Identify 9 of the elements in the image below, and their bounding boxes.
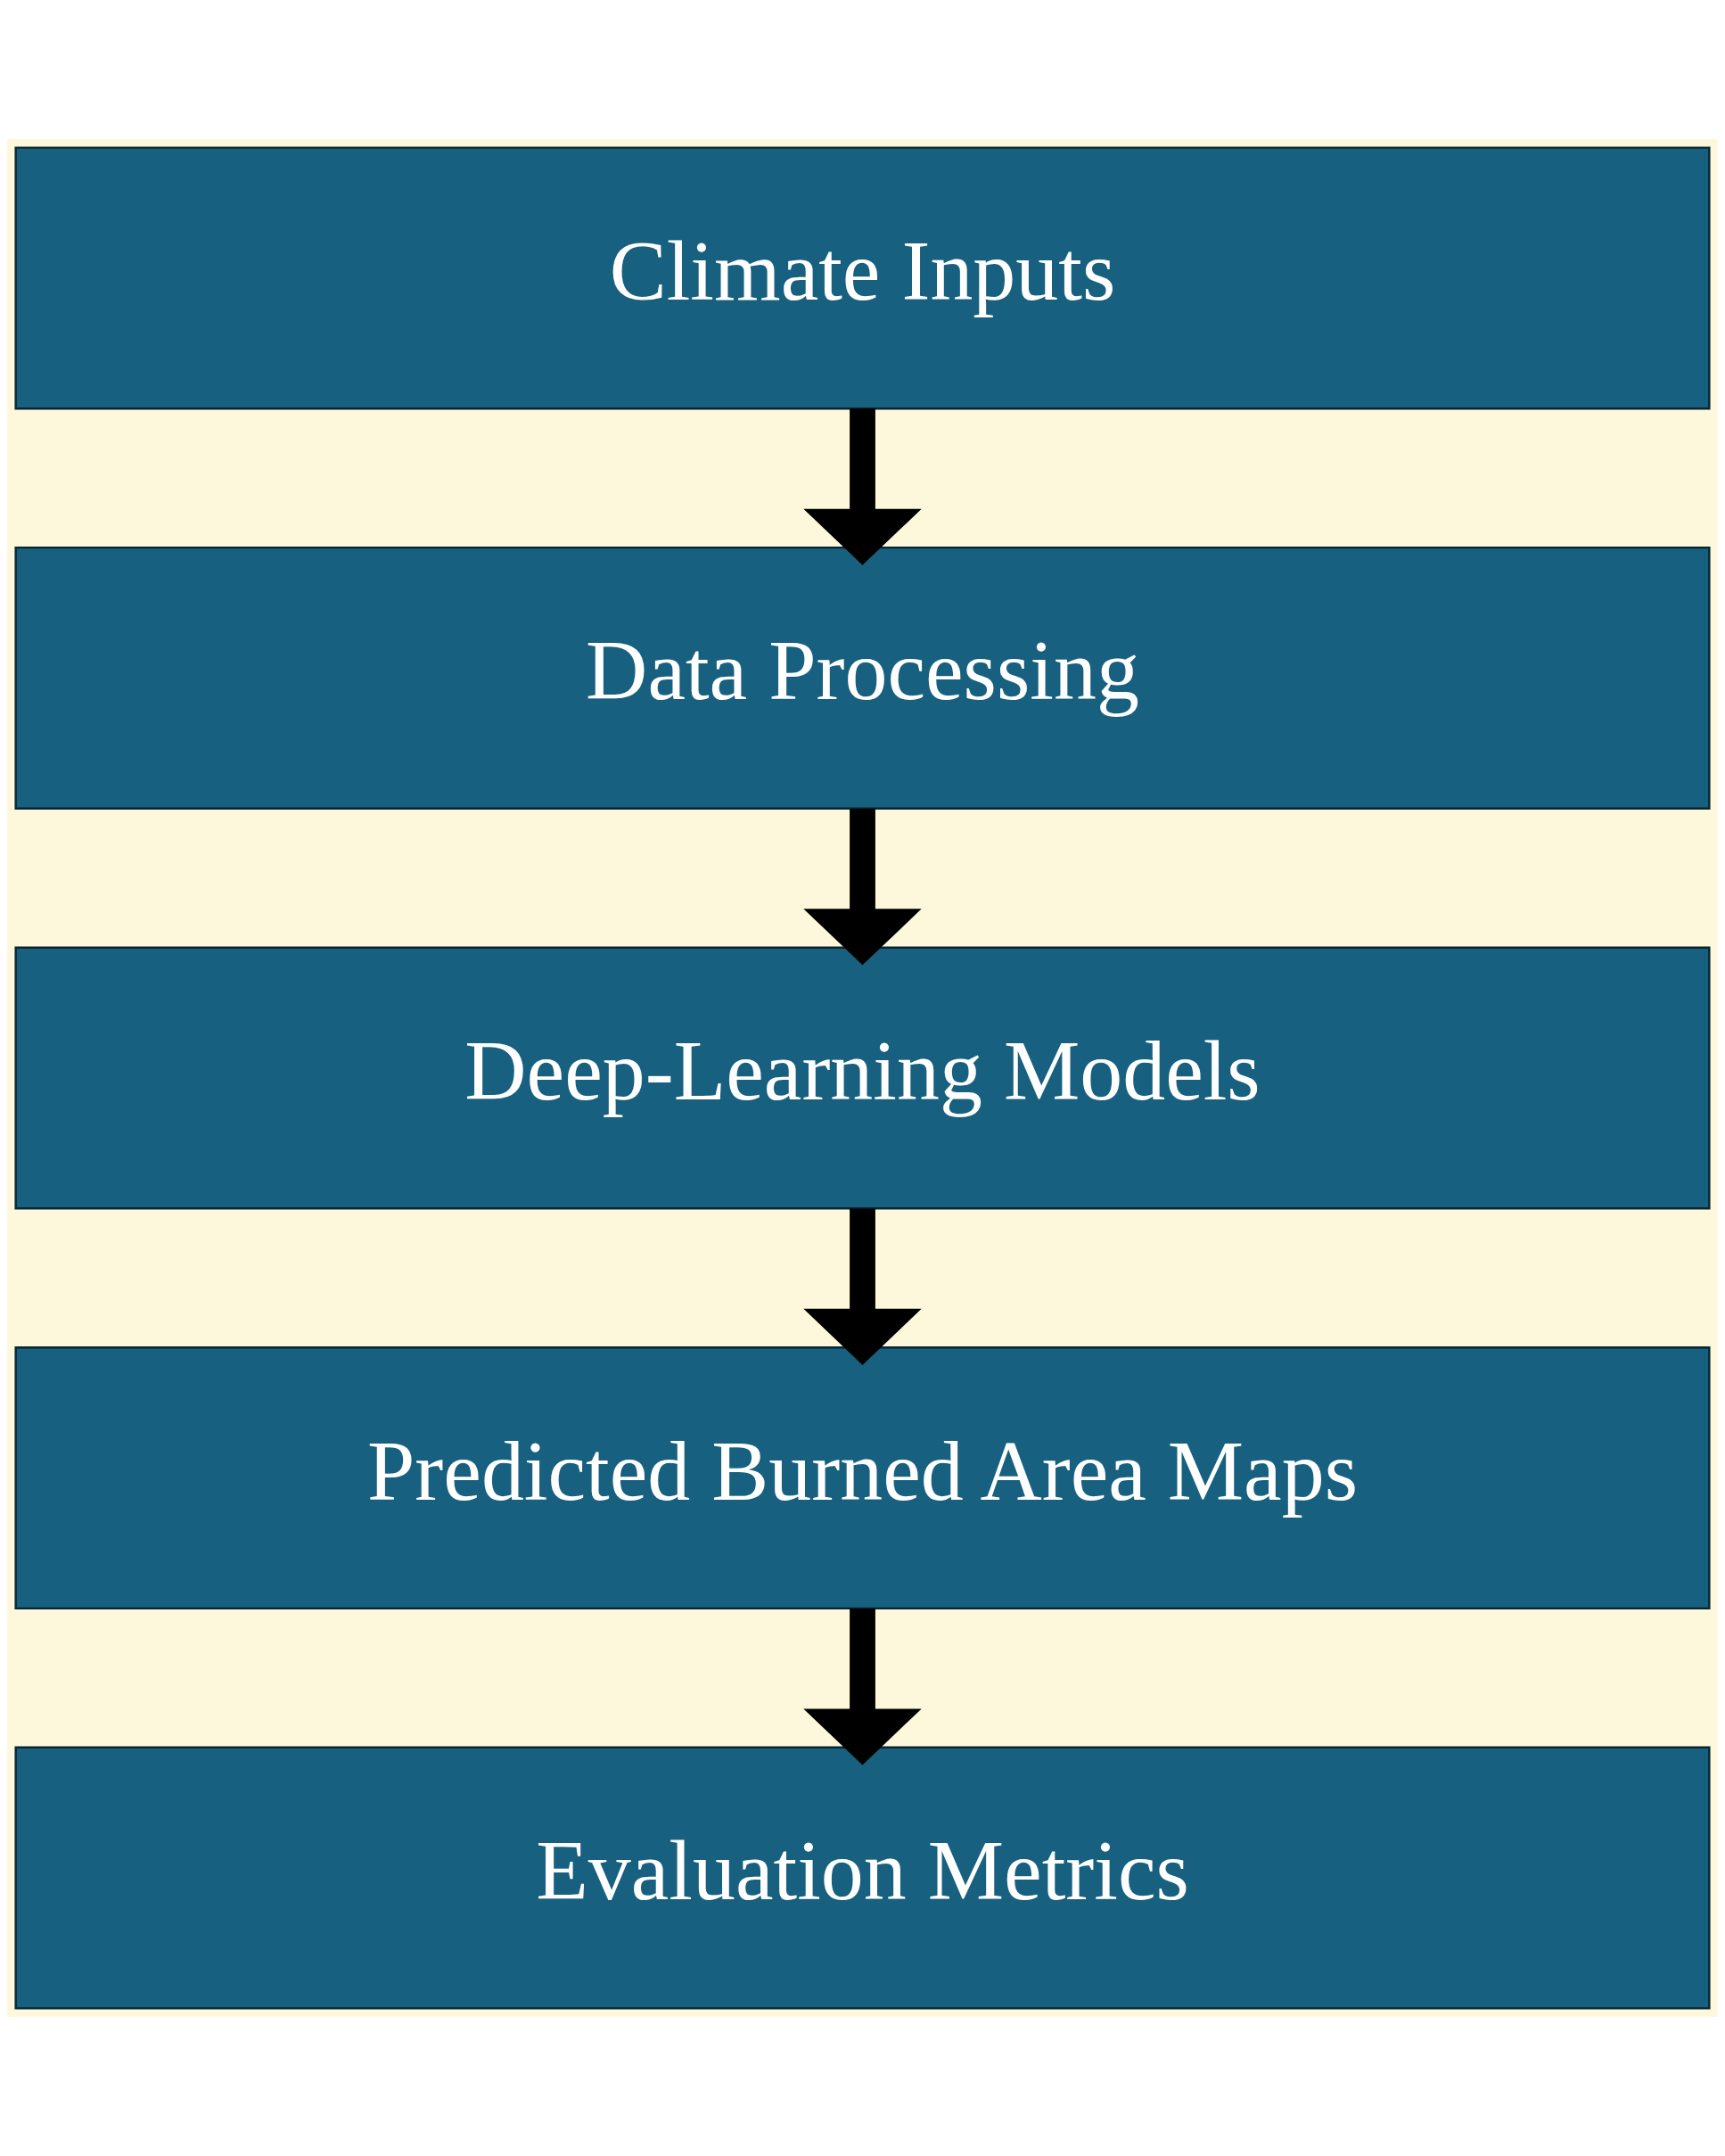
arrow — [803, 1208, 922, 1365]
arrow — [803, 808, 922, 966]
arrow — [803, 408, 922, 565]
arrow — [803, 1609, 922, 1765]
node-box: Evaluation Metrics — [14, 1746, 1711, 2010]
node-box: Deep-Learning Models — [14, 946, 1711, 1210]
node-box: Predicted Burned Area Maps — [14, 1346, 1711, 1610]
node-box: Data Processing — [14, 546, 1711, 810]
node-box: Climate Inputs — [14, 146, 1711, 410]
